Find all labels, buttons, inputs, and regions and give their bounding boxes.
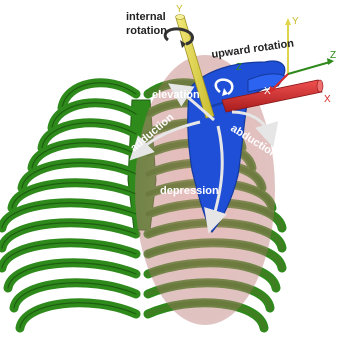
rib-left [20, 303, 136, 328]
upward-rotation-label: upward rotation [211, 37, 295, 60]
axis-x-red-label: X [324, 94, 331, 105]
elevation-label: elevation [152, 89, 200, 101]
depression-label: depression [160, 185, 219, 197]
left-ribs [2, 83, 136, 328]
internal-rotation-label-line1: internal [126, 11, 166, 23]
axis-y-top-label: Y [176, 4, 183, 15]
axis-z-local-label: Z [330, 50, 336, 61]
axis-x-local-label: X [264, 86, 271, 97]
internal-rotation-label-line2: rotation [126, 25, 167, 37]
axis-y-local-label: Y [292, 16, 299, 27]
axis-z-green-label: Z [236, 62, 242, 73]
